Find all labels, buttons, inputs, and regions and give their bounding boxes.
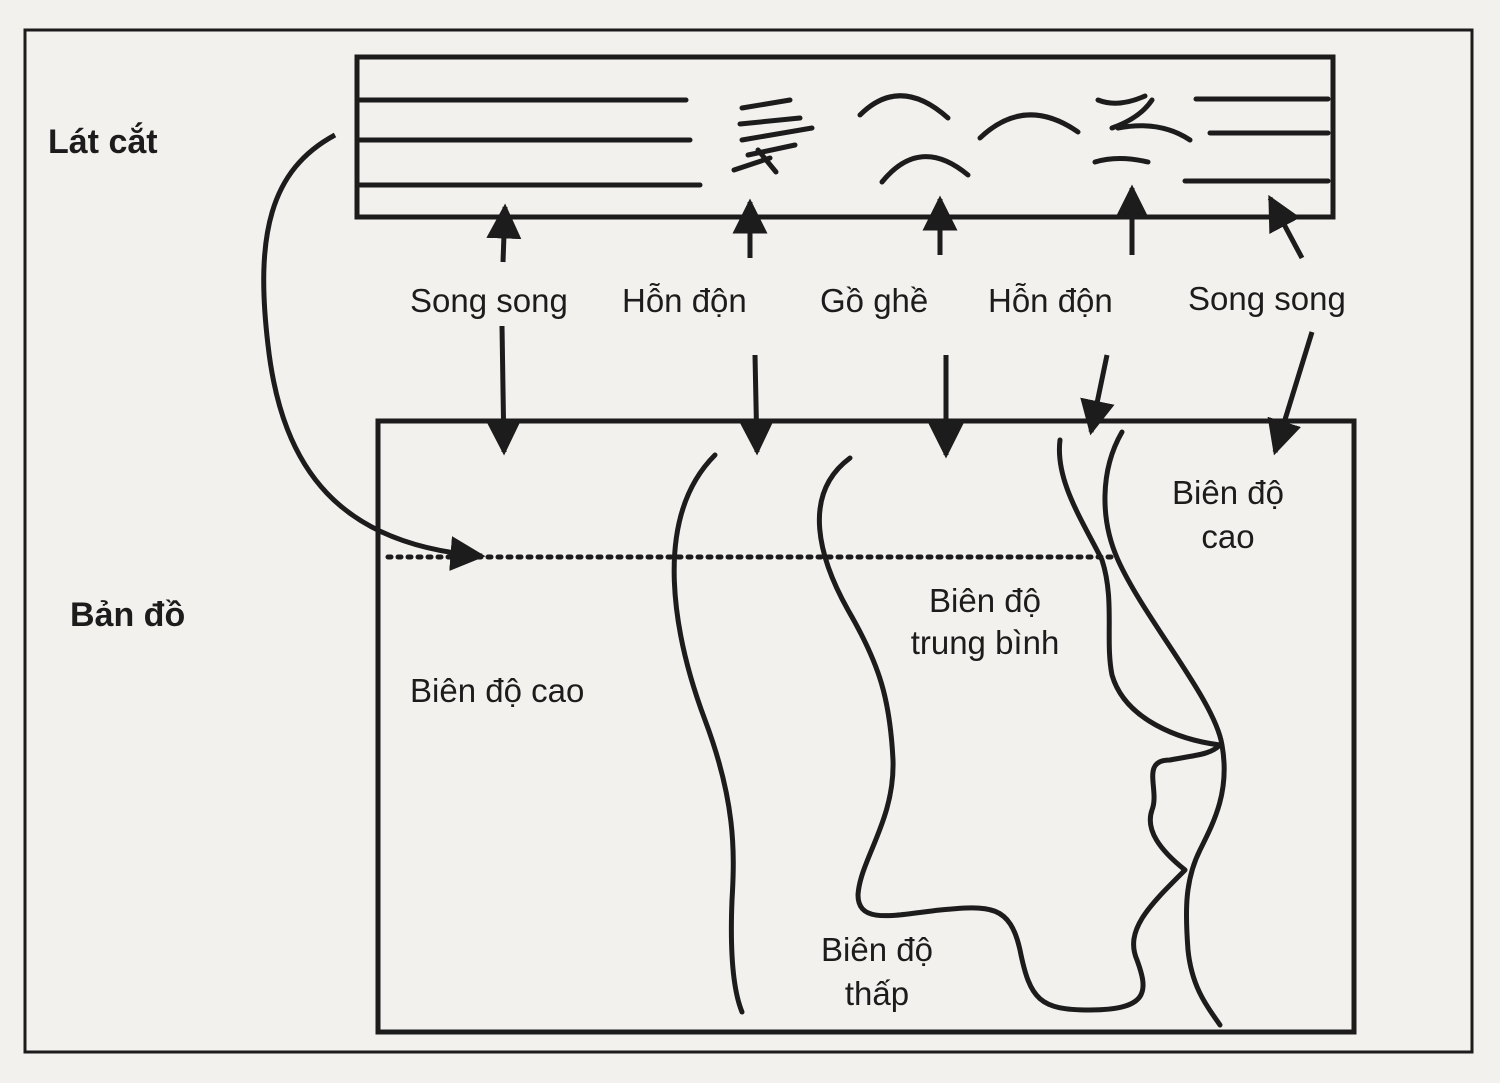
map-boundaries [671, 429, 1227, 1028]
pattern-label-hummocky: Gồ ghề [820, 282, 929, 319]
section-to-map-arrow [261, 132, 486, 571]
arrows-up [486, 184, 1305, 263]
zone-label-high-right-line2: cao [1201, 518, 1255, 555]
section-reflectors [357, 93, 1331, 188]
boundary-chaotic-2a [1056, 437, 1223, 748]
pattern-label-chaotic-right: Hỗn độn [988, 282, 1113, 319]
pattern-label-parallel-right: Song song [1188, 280, 1346, 317]
outer-frame [23, 28, 1474, 1054]
zone-label-medium-line2: trung bình [910, 624, 1060, 661]
arrows-down [486, 325, 1315, 459]
arrow-up-5 [1267, 194, 1305, 260]
zone-label-high-left: Biên độ cao [410, 672, 585, 709]
map-side-label: Bản đồ [70, 596, 186, 634]
map-box [375, 418, 1357, 1035]
arrow-down-2 [738, 354, 774, 456]
boundary-chaotic-2b [1102, 429, 1227, 1028]
arrow-down-5 [1267, 331, 1315, 456]
zone-label-low-line1: Biên độ [821, 931, 933, 968]
arrow-down-1 [486, 325, 521, 456]
pattern-label-parallel-left: Song song [410, 282, 568, 319]
zone-label-high-right-line1: Biên độ [1172, 474, 1284, 511]
reflector-chaotic-1 [731, 97, 815, 175]
boundary-hummocky [816, 455, 1223, 1013]
zone-label-low-line2: thấp [844, 975, 910, 1012]
section-side-label: Lát cắt [48, 123, 158, 161]
arrow-up-1 [486, 203, 522, 263]
section-box [354, 54, 1336, 220]
reflector-hummocky [857, 93, 1081, 185]
boundary-chaotic-1 [671, 452, 745, 1015]
zone-label-medium-line1: Biên độ [929, 582, 1041, 619]
reflector-chaotic-2 [1092, 93, 1193, 165]
pattern-label-chaotic-left: Hỗn độn [622, 282, 747, 319]
